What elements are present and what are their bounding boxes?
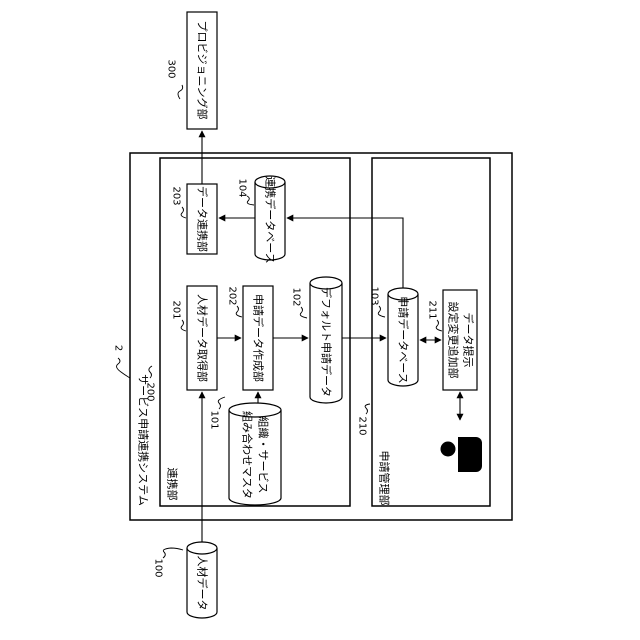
ref-210: 210 <box>357 416 368 435</box>
ref-200: 200 <box>145 382 156 401</box>
ref-202: 202 <box>227 286 238 305</box>
ref-203: 203 <box>171 186 182 205</box>
arrow-request-db-to-link-db <box>287 218 403 288</box>
hr-data-label: 人材データ <box>196 556 210 611</box>
leader-300 <box>178 85 183 99</box>
leader-103 <box>378 306 385 317</box>
org-service-master-cylinder <box>229 403 281 505</box>
shinsei-kanri-label: 申請管理部 <box>378 451 392 506</box>
leader-202 <box>236 306 242 317</box>
ref-2: 2 <box>113 345 124 351</box>
ref-100: 100 <box>153 558 164 577</box>
renkei-label: 連携部 <box>166 468 180 501</box>
leader-211 <box>436 320 442 331</box>
ref-103: 103 <box>369 286 380 305</box>
leader-2 <box>117 358 130 378</box>
leader-102 <box>300 307 307 318</box>
default-request-label: デフォルト申請データ <box>320 287 334 397</box>
leader-100 <box>163 548 183 558</box>
leader-101 <box>218 397 225 409</box>
data-link-label: データ連携部 <box>196 186 210 252</box>
request-database-label: 申請データベース <box>397 296 411 383</box>
hr-data-acquire-label: 人材データ取得部 <box>196 294 210 382</box>
ref-102: 102 <box>291 287 302 306</box>
ref-101: 101 <box>209 410 220 429</box>
ref-211: 211 <box>427 300 438 319</box>
leader-210 <box>365 404 370 414</box>
data-present-label-1: データ提示 <box>462 313 476 368</box>
leader-203 <box>181 207 186 218</box>
link-database-label: 連携データベース <box>264 176 278 263</box>
ref-201: 201 <box>171 300 182 319</box>
request-create-label: 申請データ作成部 <box>252 294 266 382</box>
data-present-label-2: 設定変更追加部 <box>447 302 461 379</box>
user-icon <box>441 437 483 472</box>
provisioning-label: プロビジョニング部 <box>196 21 210 120</box>
leader-201 <box>181 320 186 331</box>
org-service-master-label-1: 組織・サービス <box>257 417 270 494</box>
ref-104: 104 <box>237 178 248 197</box>
org-service-master-label-2: 組み合わせマスタ <box>241 411 255 499</box>
ref-300: 300 <box>166 59 177 78</box>
